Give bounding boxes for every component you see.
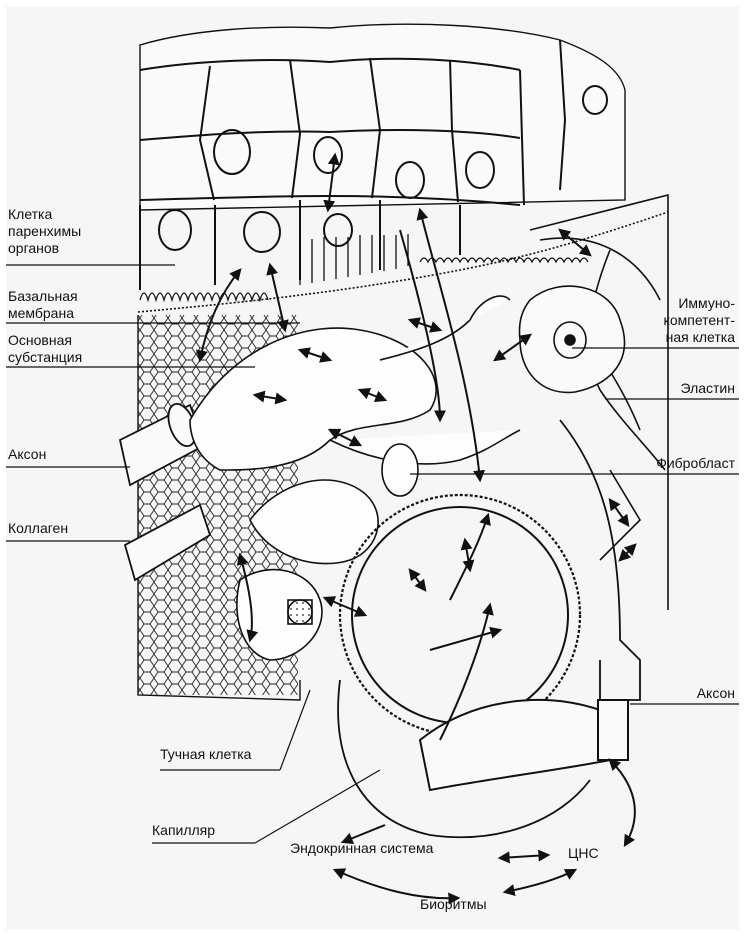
label-cns: ЦНС — [568, 845, 599, 862]
label-axon-right: Аксон — [697, 685, 735, 702]
label-immune-cell: Иммуно- компетент- ная клетка — [664, 295, 735, 346]
epithelium — [140, 24, 625, 252]
label-parenchyma-cell: Клетка паренхимы органов — [8, 206, 81, 257]
label-ground-substance: Основная субстанция — [8, 332, 82, 366]
label-capillary: Капилляр — [152, 822, 215, 839]
label-endocrine-system: Эндокринная система — [290, 840, 433, 857]
label-basement-membrane: Базальная мембрана — [8, 288, 78, 322]
label-biorhythms: Биоритмы — [420, 896, 487, 913]
label-axon-left: Аксон — [8, 446, 46, 463]
label-mast-cell: Тучная клетка — [160, 746, 251, 763]
label-collagen: Коллаген — [8, 520, 68, 537]
label-fibroblast: Фибробласт — [656, 455, 735, 472]
label-elastin: Эластин — [680, 380, 735, 397]
